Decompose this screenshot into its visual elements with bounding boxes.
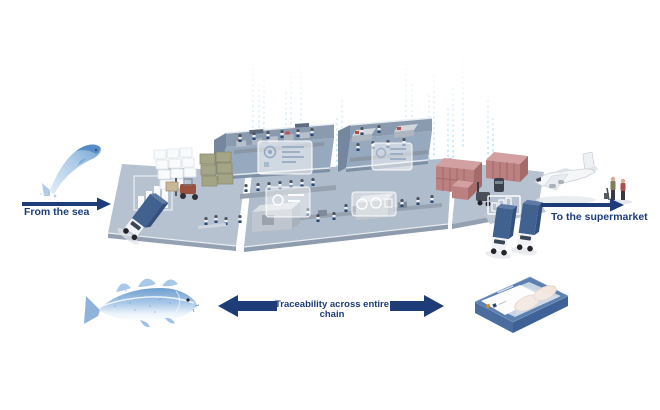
container-stack-2: [486, 152, 528, 182]
to-supermarket-arrow: [541, 198, 624, 212]
shoppers-illustration: [604, 176, 632, 205]
airplane-illustration: [534, 151, 598, 204]
forklift-right: [452, 180, 491, 207]
dark-van: [494, 178, 504, 192]
far-wing: [556, 168, 572, 173]
machine-hud-panel: [265, 186, 311, 218]
gauges-hud-panel: [351, 191, 397, 217]
status-hud-panel: [371, 142, 413, 171]
cod-fish-illustration: [84, 278, 200, 328]
cockpit: [536, 177, 541, 182]
package-label: [481, 285, 543, 315]
jumping-fish-illustration: [40, 144, 101, 198]
factory-illustration: [107, 117, 546, 261]
traceability-label: Traceability across entire chain: [274, 299, 390, 321]
traceability-right-arrow: [390, 295, 444, 317]
tail-fin: [582, 151, 596, 173]
fish-package-illustration: [474, 276, 569, 333]
from-sea-arrow: [22, 197, 111, 211]
olive-crate-stack: [199, 151, 234, 187]
hud-overlays: [257, 140, 413, 218]
from-sea-label: From the sea: [24, 206, 90, 218]
to-supermarket-label: To the supermarket: [551, 211, 648, 223]
gear-hud-panel: [257, 140, 313, 175]
traceability-left-arrow: [218, 295, 277, 317]
receiving-yard: [115, 147, 234, 248]
shipping-yard: [435, 152, 546, 261]
forklift-left: [165, 178, 198, 200]
